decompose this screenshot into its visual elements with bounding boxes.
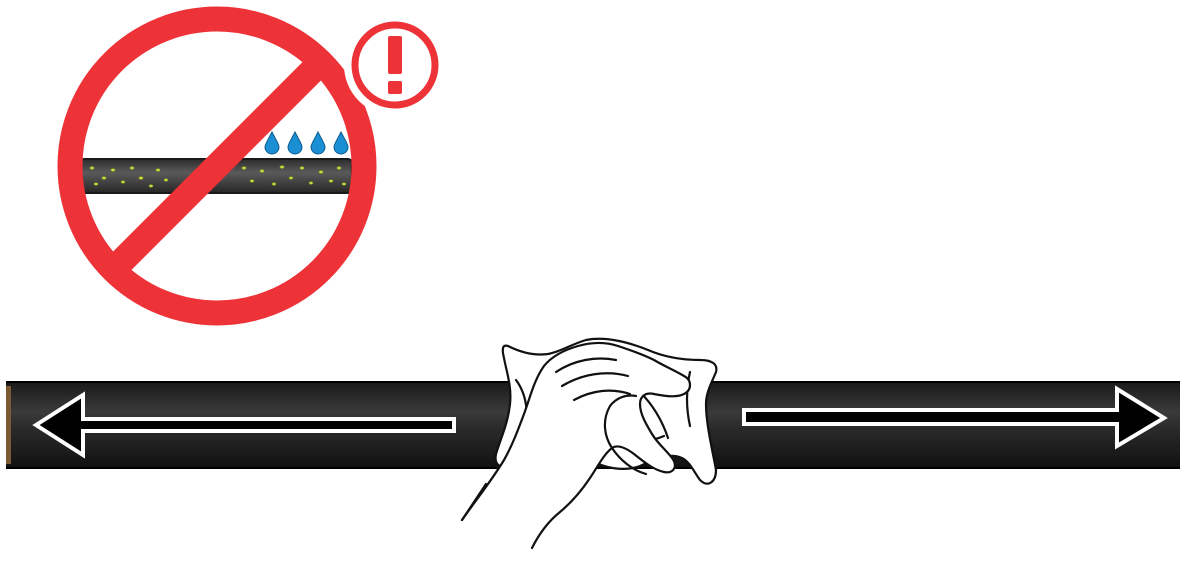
droplet-icon (334, 132, 348, 154)
prohibition-symbol (70, 17, 443, 313)
roller-end-cap (6, 386, 11, 464)
droplet-icon (288, 132, 302, 154)
hand-with-cloth (462, 339, 716, 548)
droplet-icon (311, 132, 325, 154)
droplet-icon (265, 132, 279, 154)
warning-icon (347, 17, 443, 113)
water-droplets (265, 132, 348, 154)
